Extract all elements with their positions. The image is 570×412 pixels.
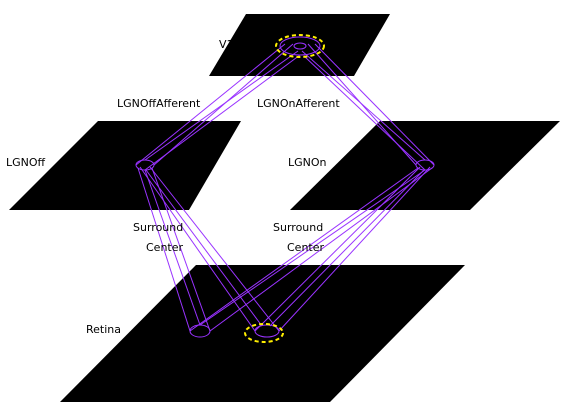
lgn-on-label: LGNOn xyxy=(288,156,327,169)
lgn-on-sheet xyxy=(290,121,560,210)
on-surround-label: Surround xyxy=(273,221,324,234)
on-center-label: Center xyxy=(287,241,325,254)
retina-label: Retina xyxy=(86,323,121,336)
retina-sheet xyxy=(60,265,465,402)
v1-label: V1 xyxy=(219,38,234,51)
lgn-off-sheet xyxy=(9,121,241,210)
lgn-off-afferent-label: LGNOffAfferent xyxy=(117,97,201,110)
off-center-label: Center xyxy=(146,241,184,254)
v1-sheet xyxy=(209,14,390,76)
retina-highlight-dashed xyxy=(244,323,284,343)
v1-unit-marker xyxy=(293,42,307,50)
off-surround-label: Surround xyxy=(133,221,184,234)
v1-highlight-dashed xyxy=(275,34,325,58)
v1-afferent-cf xyxy=(279,36,321,56)
connection-lines xyxy=(135,36,435,338)
lgn-on-afferent-label: LGNOnAfferent xyxy=(257,97,340,110)
lgn-off-label: LGNOff xyxy=(6,156,46,169)
